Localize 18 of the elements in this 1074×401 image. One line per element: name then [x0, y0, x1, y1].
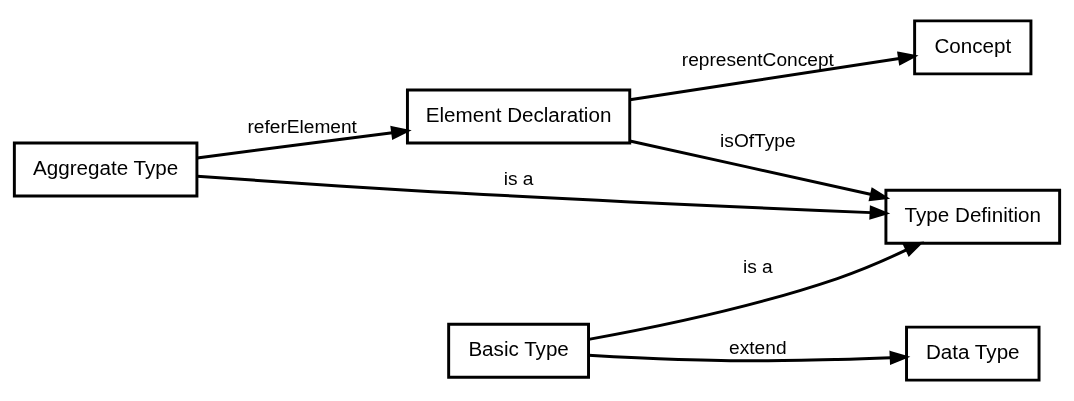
edge-label: isOfType — [720, 129, 796, 151]
edge-label: is a — [742, 256, 773, 278]
arrow — [629, 139, 891, 202]
node-box: Aggregate Type — [12, 141, 199, 198]
node-box: Element Declaration — [405, 88, 632, 145]
node-box: Concept — [913, 19, 1033, 76]
node-box: Type Definition — [884, 188, 1062, 245]
arrow — [629, 51, 919, 102]
node-box: Basic Type — [447, 322, 590, 379]
arrow — [588, 350, 911, 365]
arrow — [588, 241, 925, 341]
arrow — [197, 174, 891, 220]
node-box: Data Type — [905, 325, 1041, 382]
edge-label: representConcept — [681, 48, 834, 70]
edge-label: referElement — [247, 116, 357, 138]
edge-label: extend — [729, 337, 787, 359]
edge-label: is a — [503, 167, 534, 189]
arrow — [196, 125, 412, 160]
